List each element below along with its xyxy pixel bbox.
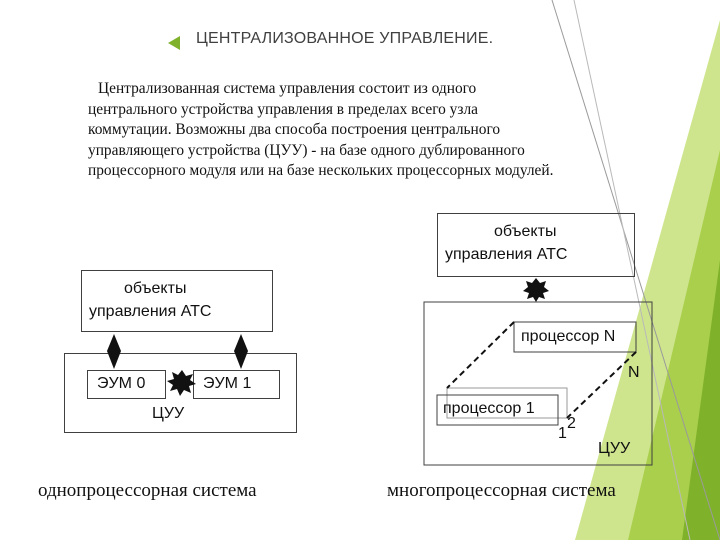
dashed-link-bottom <box>566 351 637 419</box>
left-cuu-label: ЦУУ <box>152 405 185 422</box>
evm0-label: ЭУМ 0 <box>97 375 146 392</box>
label-1: 1 <box>558 425 567 442</box>
description-paragraph: Централизованная система управления сост… <box>88 79 558 182</box>
duplex-link-star <box>167 370 196 396</box>
description-text: Централизованная система управления сост… <box>88 80 554 180</box>
proc-1-box <box>436 394 559 426</box>
evm1-label: ЭУМ 1 <box>203 375 252 392</box>
proc-n-box <box>513 321 637 353</box>
right-cuu-box <box>423 301 653 466</box>
proc-1-shadow-box <box>446 387 568 419</box>
dashed-link-top <box>446 321 515 389</box>
right-objects-line1: объекты <box>494 223 557 240</box>
proc-n-label: процессор N <box>521 328 616 345</box>
decor-accent-arrow <box>168 36 180 50</box>
label-2: 2 <box>567 415 576 432</box>
left-objects-box <box>81 270 273 332</box>
left-cuu-box <box>64 353 297 433</box>
proc-1-label: процессор 1 <box>443 400 535 417</box>
right-objects-line2: управления АТС <box>445 246 568 263</box>
decor-line-2 <box>573 0 691 540</box>
slide-title: ЦЕНТРАЛИЗОВАННОЕ УПРАВЛЕНИЕ. <box>196 30 494 47</box>
right-objects-box <box>437 213 635 277</box>
evm0-box <box>87 370 166 399</box>
left-connector-diamond-1 <box>107 334 121 369</box>
right-caption: многопроцессорная система <box>387 480 616 501</box>
right-cuu-label: ЦУУ <box>598 440 631 457</box>
left-objects-line2: управления АТС <box>89 303 212 320</box>
decor-triangle-dark <box>682 260 720 540</box>
decor-line-1 <box>551 0 720 540</box>
left-connector-diamond-2 <box>234 334 248 369</box>
left-objects-line1: объекты <box>124 280 187 297</box>
label-n: N <box>628 364 640 381</box>
left-caption: однопроцессорная система <box>38 480 257 501</box>
right-connector-star <box>523 278 549 302</box>
